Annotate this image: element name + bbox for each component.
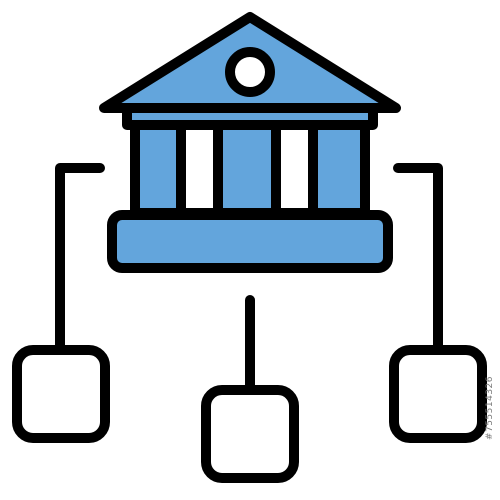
right-node-box — [389, 345, 487, 443]
left-connector — [55, 163, 105, 355]
roof-emblem — [225, 47, 275, 97]
column-gap-1 — [176, 120, 223, 218]
column-gap-2 — [271, 120, 318, 218]
connector-lines — [55, 163, 443, 395]
left-node-box — [12, 345, 110, 443]
right-connector — [393, 163, 443, 355]
center-node-box — [201, 385, 299, 483]
column-block — [130, 120, 370, 218]
watermark: #755514326 — [482, 240, 498, 440]
watermark-id: #755514326 — [485, 375, 495, 440]
bank-base — [107, 210, 393, 273]
